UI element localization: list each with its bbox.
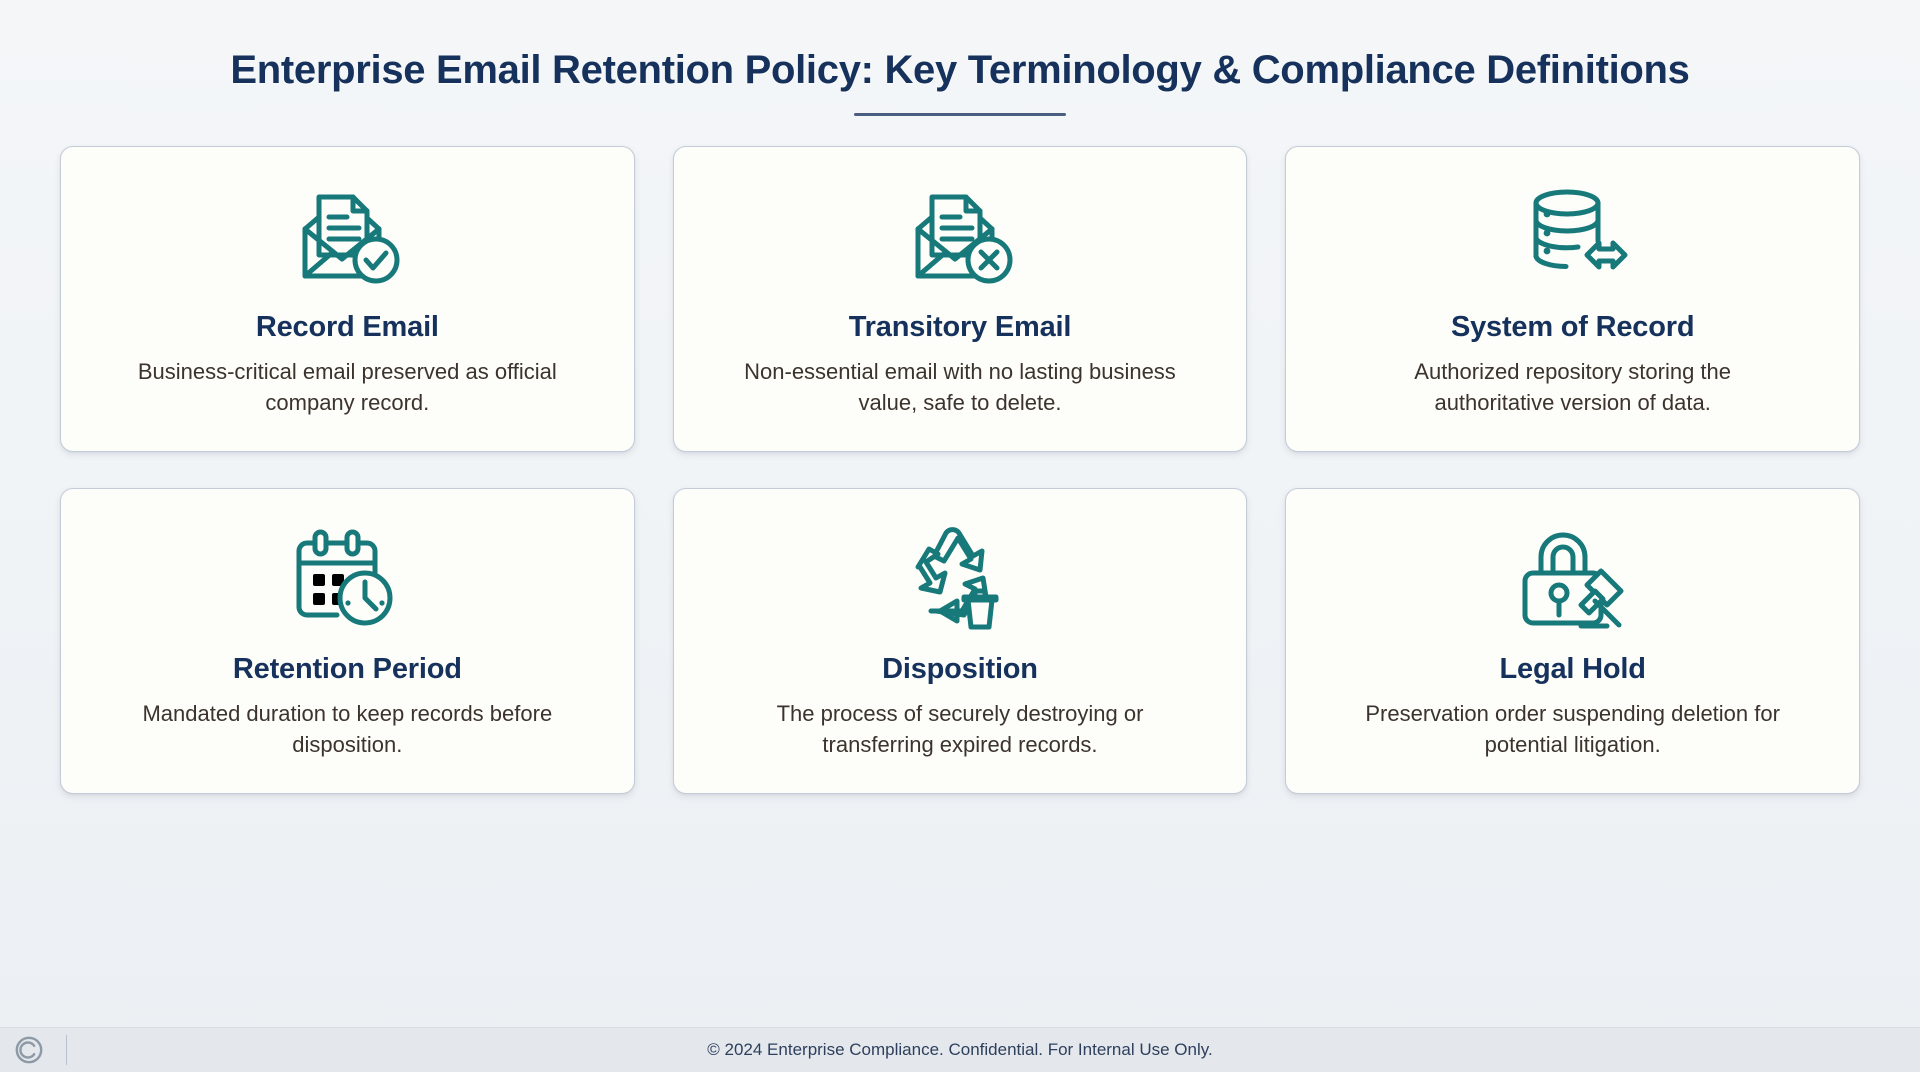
card-description: Non-essential email with no lasting busi… — [744, 359, 1176, 416]
title-underline-rule — [854, 113, 1066, 116]
card-title: System of Record — [1450, 311, 1695, 343]
definition-card[interactable]: Disposition The process of securely dest… — [672, 488, 1248, 794]
definition-card-grid: Record Email Business-critical email pre… — [60, 146, 1860, 794]
definition-card[interactable]: Record Email Business-critical email pre… — [60, 146, 635, 452]
page-title: Enterprise Email Retention Policy: Key T… — [230, 48, 1690, 92]
card-title: Retention Period — [232, 653, 462, 685]
footer-bar: © 2024 Enterprise Compliance. Confidenti… — [0, 1027, 1920, 1072]
envelope-document-check-icon — [289, 177, 405, 295]
footer-copyright-text: © 2024 Enterprise Compliance. Confidenti… — [707, 1040, 1213, 1059]
card-description: Authorized repository storing the author… — [1414, 359, 1732, 416]
padlock-gavel-icon — [1515, 519, 1631, 637]
card-title: Legal Hold — [1499, 653, 1646, 685]
copyright-c-logo — [15, 1036, 43, 1064]
card-title: Record Email — [255, 311, 439, 343]
title-block: Enterprise Email Retention Policy: Key T… — [0, 0, 1920, 116]
definition-card[interactable]: Transitory Email Non-essential email wit… — [672, 146, 1248, 452]
recycle-trash-icon — [902, 519, 1018, 637]
definition-card[interactable]: System of Record Authorized repository s… — [1285, 146, 1860, 452]
card-title: Disposition — [882, 653, 1038, 685]
card-description: Business-critical email preserved as off… — [137, 359, 557, 416]
footer-brand — [0, 1028, 67, 1072]
envelope-document-x-icon — [902, 177, 1018, 295]
footer-divider — [66, 1035, 67, 1065]
card-description: Preservation order suspending deletion f… — [1365, 701, 1780, 758]
card-description: The process of securely destroying or tr… — [776, 701, 1144, 758]
card-title: Transitory Email — [848, 311, 1072, 343]
database-exchange-icon — [1515, 177, 1631, 295]
definition-card[interactable]: Retention Period Mandated duration to ke… — [60, 488, 635, 794]
card-description: Mandated duration to keep records before… — [142, 701, 553, 758]
definition-card[interactable]: Legal Hold Preservation order suspending… — [1285, 488, 1860, 794]
calendar-clock-icon — [289, 519, 405, 637]
